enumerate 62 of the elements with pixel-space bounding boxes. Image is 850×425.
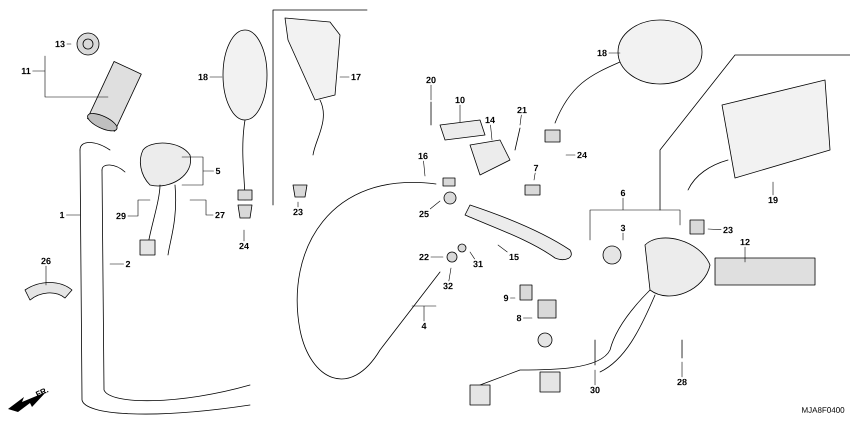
leader-line (708, 228, 722, 230)
callout-number: 30 (590, 386, 600, 394)
callout-number: 3 (620, 224, 626, 232)
callout-number: 21 (517, 106, 527, 114)
callout-number: 9 (504, 294, 508, 302)
leader-line (340, 76, 350, 78)
callout-number: 2 (126, 260, 130, 268)
leader-line (128, 200, 150, 216)
callout-number: 23 (293, 208, 303, 216)
leader-line (470, 252, 475, 260)
leader-line (772, 182, 774, 196)
leader-line (412, 306, 436, 322)
leader-line (534, 172, 536, 180)
callout-number: 25 (419, 210, 429, 218)
leader-line (744, 246, 746, 262)
leader-line (490, 124, 492, 140)
leader-line (608, 52, 620, 54)
callout-number: 14 (486, 116, 495, 124)
callout-number: 1 (60, 212, 64, 218)
callout-number: 24 (577, 152, 587, 158)
callout-number: 22 (419, 254, 429, 260)
callout-number: 23 (723, 226, 733, 234)
callout-number: 24 (239, 242, 249, 250)
callout-number: 31 (473, 260, 483, 268)
callout-number: 18 (198, 74, 208, 80)
leader-line (498, 244, 508, 252)
callout-number: 29 (116, 212, 126, 220)
callout-number: 8 (516, 314, 522, 322)
callout-number: 7 (534, 164, 538, 172)
leader-line (520, 114, 522, 126)
callout-number: 28 (677, 378, 687, 386)
leader-line (590, 198, 680, 240)
callout-number: 20 (426, 76, 436, 84)
callout-number: 11 (22, 68, 30, 74)
callout-number: 15 (510, 254, 519, 260)
callout-number: 13 (56, 40, 65, 48)
leader-line (430, 256, 444, 258)
leader-line (448, 268, 452, 282)
callout-number: 16 (418, 152, 428, 160)
callout-number: 18 (598, 50, 607, 56)
leader-line (32, 56, 108, 98)
leader-line (190, 200, 214, 216)
leader-line (594, 370, 596, 386)
leader-line (66, 214, 80, 216)
callout-number: 27 (215, 212, 225, 218)
callout-number: 12 (740, 238, 750, 246)
part-code: MJA8F0400 (802, 407, 844, 413)
callout-number: 17 (352, 74, 361, 80)
callout-number: 19 (768, 196, 778, 204)
leader-line (622, 232, 624, 240)
callout-number: 10 (456, 96, 465, 104)
leader-line (430, 84, 432, 100)
callout-number: 4 (422, 322, 426, 330)
leader-line (423, 160, 426, 176)
callout-number: 26 (41, 258, 51, 264)
leader-line (566, 154, 576, 156)
callout-number: 5 (216, 168, 220, 174)
leader-line (182, 156, 214, 186)
callout-number: 32 (443, 282, 453, 290)
leader-line (430, 200, 440, 210)
leader-line (210, 76, 222, 78)
callout-number: 6 (620, 190, 626, 196)
